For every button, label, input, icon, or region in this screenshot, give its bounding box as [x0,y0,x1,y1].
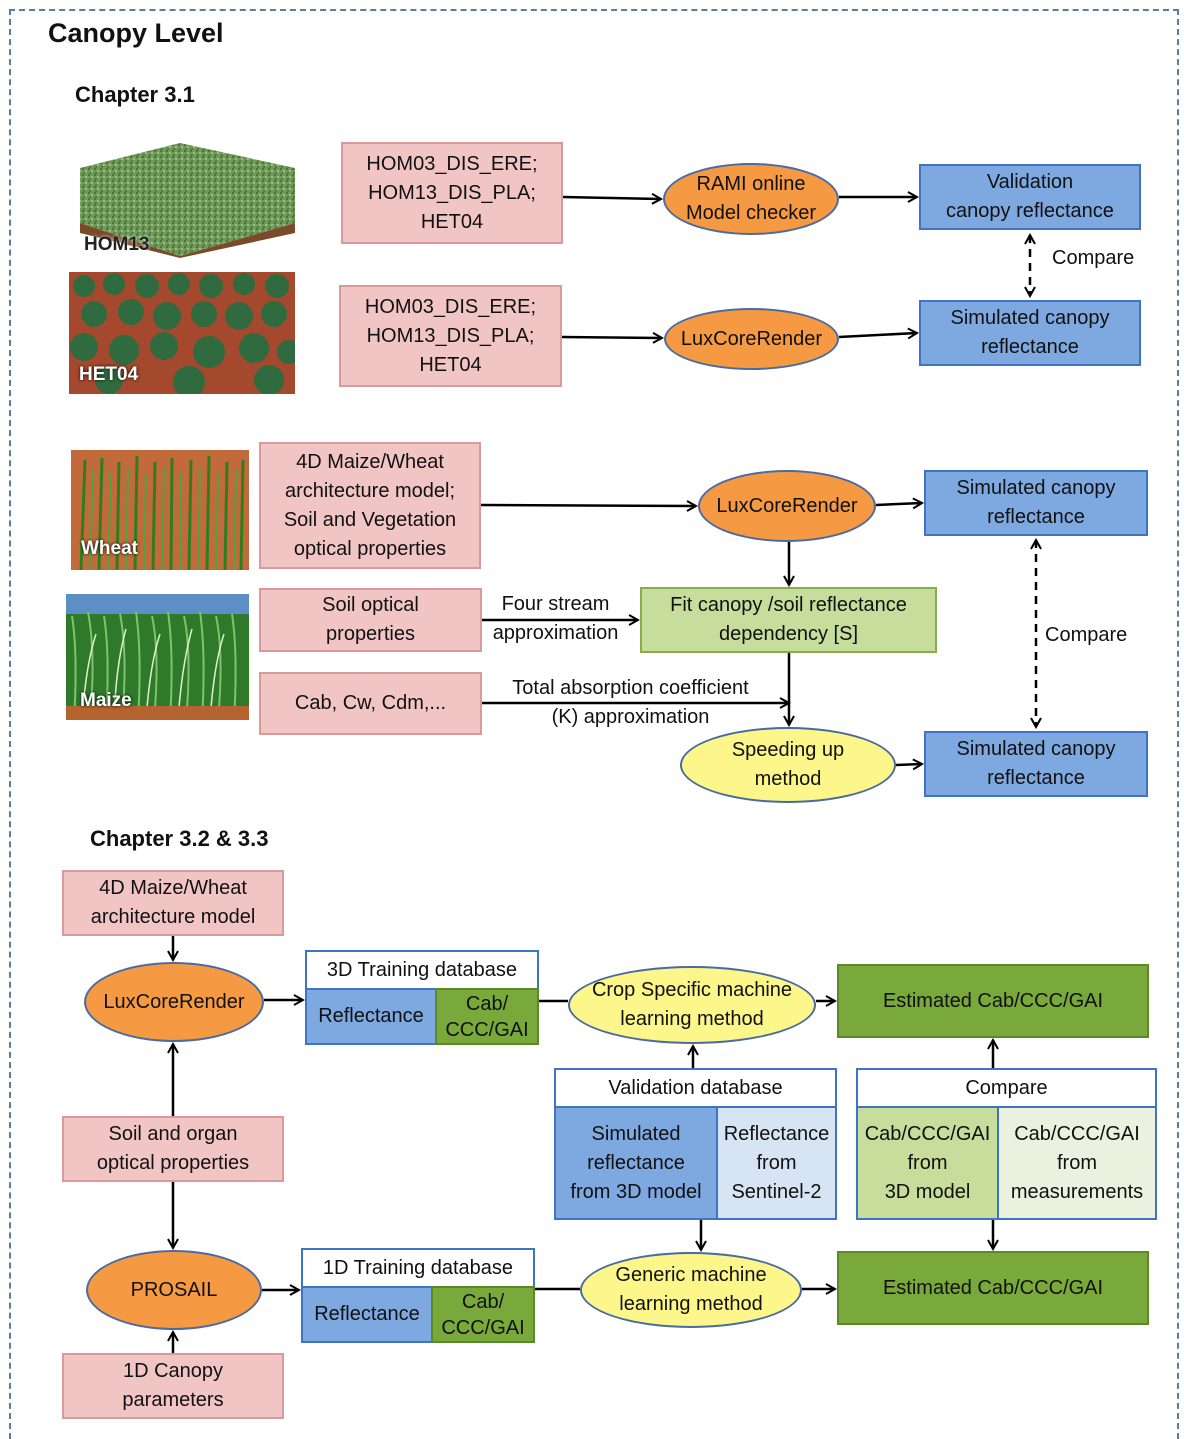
hom13-scene-image: HOM13 [70,138,298,258]
chapter-3-2-3-3-heading: Chapter 3.2 & 3.3 [90,826,269,851]
het04-scene-image: HET04 [69,272,295,394]
3d-training-cab: Cab/ CCC/GAI [435,988,539,1045]
crop-specific-ml-node: Crop Specific machine learning method [568,966,816,1044]
fit-canopy-soil-box: Fit canopy /soil reflectance dependency … [640,587,937,653]
generic-ml-node: Generic machine learning method [580,1252,802,1328]
1d-training-db-title: 1D Training database [301,1248,535,1288]
maize-scene-image: Maize [66,594,249,720]
total-absorption-label: Total absorption coefficient (K) approxi… [512,677,749,728]
compare-label-2: Compare [1045,624,1128,646]
dashed-frame [9,9,1179,1439]
luxcorerender-node-3: LuxCoreRender [84,962,264,1042]
wheat-label: Wheat [81,538,138,559]
compare-label-1: Compare [1052,247,1135,269]
simulated-reflectance-box-3: Simulated canopy reflectance [924,731,1148,797]
simulated-reflectance-box-1: Simulated canopy reflectance [919,300,1141,366]
rami-model-checker-node: RAMI online Model checker [663,163,839,235]
soil-organ-properties-box: Soil and organ optical properties [62,1116,284,1182]
scenes-box-b: HOM03_DIS_ERE; HOM13_DIS_PLA; HET04 [339,285,562,387]
validation-db-title: Validation database [554,1068,837,1108]
validation-db-sentinel: Reflectance from Sentinel-2 [716,1106,837,1220]
wheat-scene-image: Wheat [71,450,249,570]
het04-label: HET04 [79,364,139,385]
cab-cw-cdm-box: Cab, Cw, Cdm,... [259,672,482,735]
luxcorerender-node-2: LuxCoreRender [698,470,876,542]
four-stream-label: Four stream approximation [492,593,619,644]
maize-label: Maize [80,690,132,711]
scenes-box-a: HOM03_DIS_ERE; HOM13_DIS_PLA; HET04 [341,142,563,244]
page-title: Canopy Level [48,18,224,48]
luxcorerender-node-1: LuxCoreRender [664,308,839,370]
prosail-node: PROSAIL [86,1250,262,1330]
estimated-cab-box-bottom: Estimated Cab/CCC/GAI [837,1251,1149,1325]
chapter-3-1-heading: Chapter 3.1 [75,82,195,107]
maize-wheat-architecture-box: 4D Maize/Wheat architecture model [62,870,284,936]
soil-optical-properties-box: Soil optical properties [259,588,482,652]
maize-wheat-model-box: 4D Maize/Wheat architecture model; Soil … [259,442,481,569]
3d-training-reflectance: Reflectance [305,988,437,1045]
simulated-reflectance-box-2: Simulated canopy reflectance [924,470,1148,536]
validation-reflectance-box: Validation canopy reflectance [919,164,1141,230]
canopy-parameters-box: 1D Canopy parameters [62,1353,284,1419]
estimated-cab-box-top: Estimated Cab/CCC/GAI [837,964,1149,1038]
hom13-label: HOM13 [84,234,150,255]
1d-training-cab: Cab/ CCC/GAI [431,1286,535,1343]
compare-measurements: Cab/CCC/GAI from measurements [997,1106,1157,1220]
speeding-up-method-node: Speeding up method [680,727,896,803]
